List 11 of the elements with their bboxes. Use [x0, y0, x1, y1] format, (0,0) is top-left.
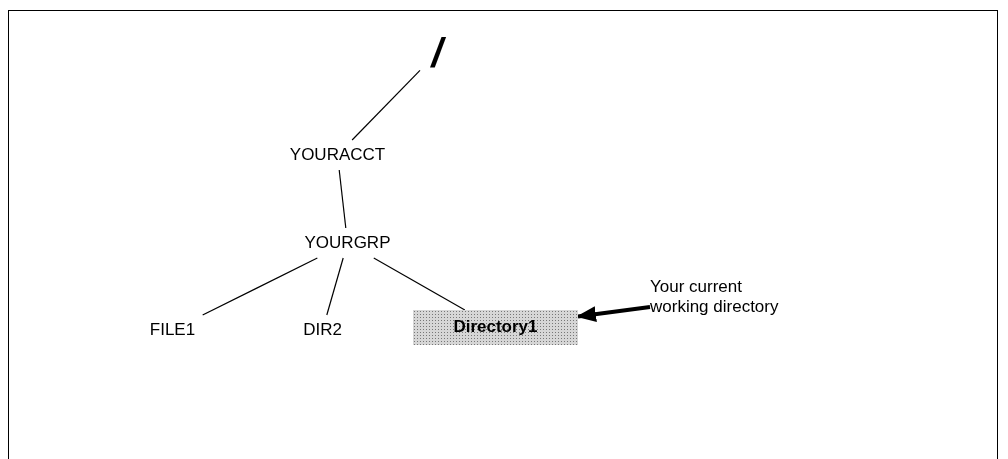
connector-line — [326, 257, 344, 316]
node-label: DIR2 — [303, 319, 342, 341]
connector-line — [202, 257, 318, 316]
node-label: YOURGRP — [304, 232, 391, 254]
connector-line — [351, 69, 421, 141]
connector-line — [373, 257, 466, 311]
connector-line — [338, 169, 347, 229]
node-label: FILE1 — [149, 319, 196, 341]
node-label: YOURACCT — [289, 144, 386, 166]
node-label: Your current working directory — [650, 276, 780, 318]
highlighted-directory: Directory1 — [413, 310, 578, 345]
